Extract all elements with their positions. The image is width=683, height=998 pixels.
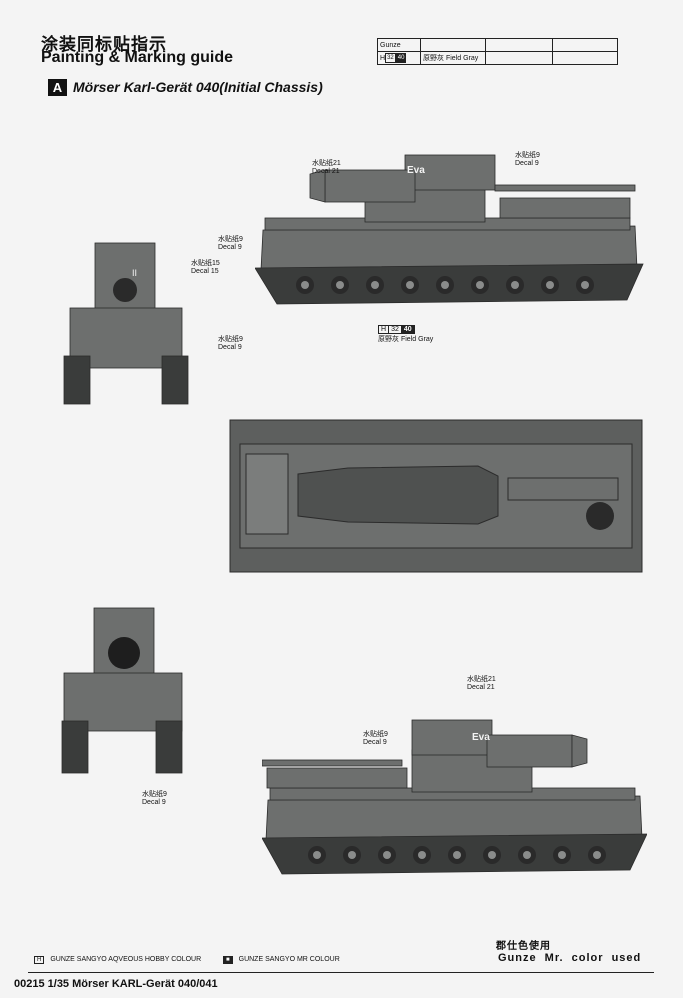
- roman-marking: II: [132, 268, 137, 278]
- legend-mr: ■GUNZE SANGYO MR COLOUR: [223, 956, 340, 964]
- gunze-note-en: Gunze Mr. color used: [498, 952, 642, 964]
- gunze-note-cn: 郡仕色使用: [496, 941, 551, 952]
- title-english: Painting & Marking guide: [41, 49, 234, 66]
- color-table-header: Gunze: [377, 38, 421, 52]
- side-view-left-facing: Eva: [255, 154, 644, 305]
- footer-rule: [28, 972, 654, 973]
- vehicle-marking-eva-2: Eva: [472, 732, 490, 743]
- vehicle-marking-eva: Eva: [407, 165, 425, 176]
- footer-product: 00215 1/35 Mörser KARL-Gerät 040/041: [14, 978, 218, 990]
- callout-bottom-decal-21: 水贴纸21 Decal 21: [467, 676, 496, 691]
- side-view-right-facing: Eva: [262, 719, 647, 875]
- callout-rear-decal-9: 水贴纸9 Decal 9: [218, 236, 243, 251]
- front-view: [61, 607, 183, 774]
- callout-bottom-decal-9: 水贴纸9 Decal 9: [363, 731, 388, 746]
- rear-view: II: [63, 242, 189, 405]
- callout-front-decal-9: 水贴纸9 Decal 9: [142, 791, 167, 806]
- callout-decal-9-top: 水贴纸9 Decal 9: [515, 152, 540, 167]
- section-badge: A: [48, 79, 67, 96]
- color-table-name: 原野灰 Field Gray: [420, 51, 486, 65]
- callout-rear-decal-9-lower: 水贴纸9 Decal 9: [218, 336, 243, 351]
- callout-decal-21-top: 水贴纸21 Decal 21: [312, 160, 341, 175]
- top-view: [229, 419, 643, 573]
- section-title: Mörser Karl-Gerät 040(Initial Chassis): [73, 79, 323, 95]
- title-chinese: 涂装同标贴指示: [41, 35, 167, 55]
- callout-rear-decal-15: 水贴纸15 Decal 15: [191, 260, 220, 275]
